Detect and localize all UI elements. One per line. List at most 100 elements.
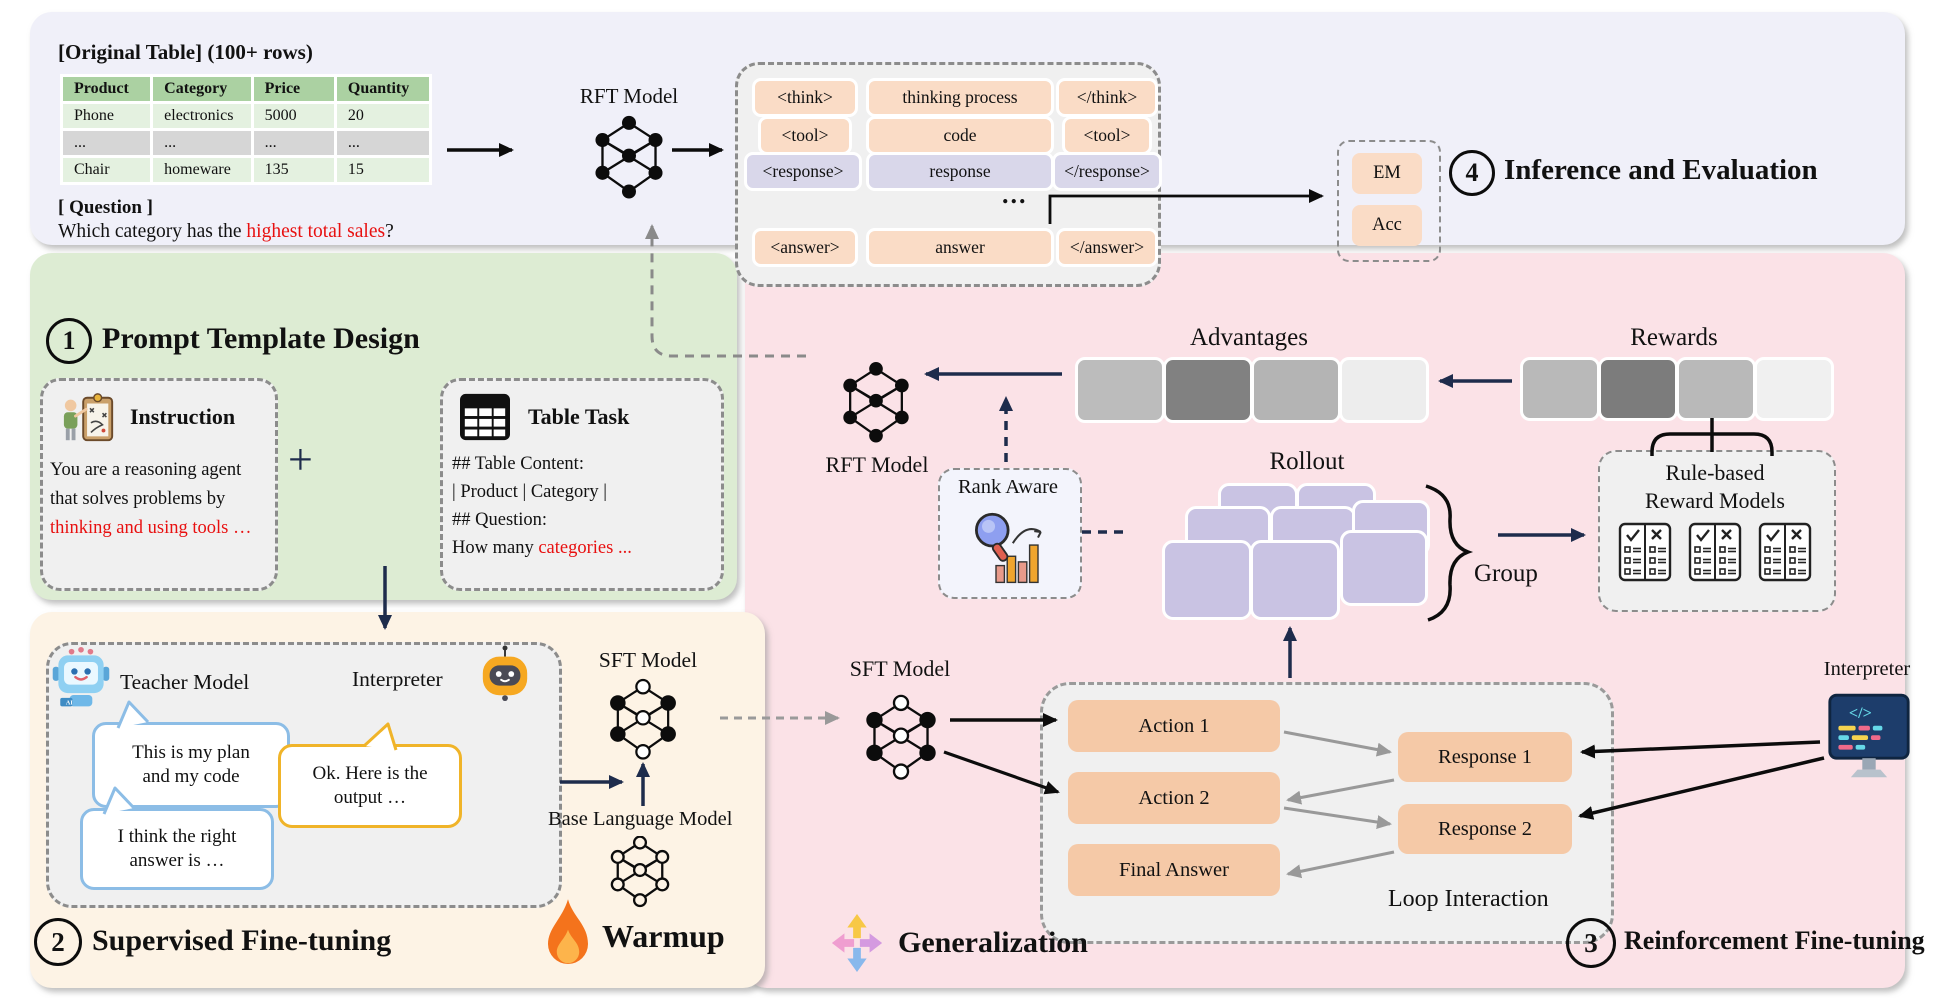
question-label: [ Question ]	[58, 197, 153, 218]
metrics-box	[1337, 140, 1441, 262]
interpreter-label-sft: Interpreter	[352, 667, 443, 691]
reward-square	[1598, 357, 1678, 421]
table-task-title: Table Task	[528, 404, 630, 429]
question-highlight: highest total sales	[246, 221, 386, 242]
teacher-robot-icon: AI	[52, 646, 110, 706]
response-open-tag: <response>	[744, 152, 862, 191]
think-body-pill: thinking process	[866, 78, 1054, 117]
base-language-model-label: Base Language Model	[548, 808, 733, 830]
table-row: ... ... ... ...	[59, 128, 433, 158]
sft-network-icon-pink	[866, 694, 936, 780]
loop-interaction-label: Loop Interaction	[1388, 886, 1549, 912]
table-cell: electronics	[150, 101, 254, 131]
bubble2-line1: I think the right	[117, 826, 237, 848]
original-table: Product Category Price Quantity Phone el…	[59, 74, 433, 185]
original-table-title: [Original Table] (100+ rows)	[58, 40, 313, 64]
question-text: Which category has the highest total sal…	[58, 221, 394, 243]
step3-number: 3	[1566, 918, 1616, 968]
bubble-tail	[116, 700, 150, 729]
advantage-square	[1163, 357, 1253, 423]
plus-sign: +	[288, 435, 313, 484]
advantage-square	[1251, 357, 1341, 423]
sft-model-label-cream: SFT Model	[598, 648, 698, 672]
tool-close-tag: <tool>	[1062, 116, 1152, 155]
rft-network-icon	[843, 361, 909, 443]
instruction-icon	[63, 393, 114, 442]
table-cell: ...	[150, 128, 254, 158]
table-row: Phone electronics 5000 20	[59, 101, 433, 131]
teacher-bubble-2: I think the right answer is …	[80, 808, 274, 890]
action1-pill: Action 1	[1068, 700, 1280, 752]
generalization-icon	[831, 914, 883, 972]
sft-model-label-pink: SFT Model	[849, 656, 951, 681]
question-prefix: Which category has the	[58, 221, 247, 242]
base-model-network-icon	[610, 836, 670, 908]
action2-pill: Action 2	[1068, 772, 1280, 824]
checklist-icon	[1758, 522, 1812, 582]
think-close-tag: </think>	[1056, 78, 1158, 117]
bubble1-line1: This is my plan	[132, 742, 250, 764]
interpreter-label-rft: Interpreter	[1823, 658, 1911, 680]
generalization-label: Generalization	[898, 926, 1088, 959]
table-header-row: Product Category Price Quantity	[59, 74, 433, 104]
ellipsis-dots: ...	[1002, 180, 1028, 209]
table-task-line2: | Product | Category |	[452, 482, 607, 502]
rule-based-line2: Reward Models	[1645, 488, 1785, 513]
rft-model-label-top: RFT Model	[579, 84, 679, 108]
step4-digit: 4	[1465, 158, 1479, 187]
step3-digit: 3	[1584, 927, 1598, 958]
step4-number: 4	[1449, 150, 1495, 196]
step4-title: Inference and Evaluation	[1504, 154, 1818, 186]
step2-number: 2	[34, 918, 82, 966]
teacher-model-label: Teacher Model	[120, 670, 250, 694]
table-cell: ...	[250, 128, 337, 158]
answer-open-tag: <answer>	[752, 228, 858, 267]
step1-title: Prompt Template Design	[102, 322, 420, 355]
table-header-cell: Product	[59, 74, 154, 104]
bubble-tail	[362, 722, 398, 751]
table-task-line4-highlight: categories ...	[538, 538, 632, 558]
group-label: Group	[1474, 560, 1538, 587]
reward-square	[1754, 357, 1834, 421]
response2-pill: Response 2	[1398, 804, 1572, 854]
bubble-tail	[102, 786, 136, 815]
table-cell: Phone	[59, 101, 154, 131]
step1-digit: 1	[62, 326, 76, 355]
final-answer-pill: Final Answer	[1068, 844, 1280, 896]
step1-number: 1	[46, 318, 92, 364]
question-suffix: ?	[385, 221, 394, 242]
checklist-icon	[1688, 522, 1742, 582]
table-row: Chair homeware 135 15	[59, 155, 433, 185]
table-task-icon	[460, 393, 510, 441]
rank-aware-icon	[975, 512, 1042, 584]
rank-aware-label: Rank Aware	[957, 476, 1059, 498]
response-body-pill: response	[866, 152, 1054, 191]
rollout-card	[1340, 530, 1428, 606]
teacher-bubble-1: This is my plan and my code	[92, 722, 290, 808]
instruction-line1: You are a reasoning agent	[50, 460, 242, 480]
rollout-card	[1250, 540, 1340, 620]
acc-metric-pill: Acc	[1352, 205, 1422, 246]
step2-title: Supervised Fine-tuning	[92, 924, 392, 957]
advantages-label: Advantages	[1189, 324, 1309, 351]
table-cell: homeware	[150, 155, 254, 185]
table-header-cell: Quantity	[333, 74, 433, 104]
rft-model-label-pink: RFT Model	[825, 452, 929, 477]
table-header-cell: Price	[250, 74, 337, 104]
rollout-label: Rollout	[1269, 448, 1345, 475]
neural-network-icon	[595, 115, 663, 199]
reward-square	[1676, 357, 1756, 421]
rollout-card	[1162, 540, 1252, 620]
table-cell: 135	[250, 155, 337, 185]
response1-pill: Response 1	[1398, 732, 1572, 782]
ai-badge-text: AI	[66, 700, 73, 706]
em-metric-pill: EM	[1352, 153, 1422, 194]
answer-body-pill: answer	[866, 228, 1054, 267]
reward-square	[1520, 357, 1600, 421]
interpreter-bubble: Ok. Here is the output …	[278, 744, 462, 828]
interpreter-robot-icon	[482, 645, 528, 702]
table-task-line3: ## Question:	[452, 510, 548, 530]
tool-open-tag: <tool>	[758, 116, 852, 155]
advantage-square	[1339, 357, 1429, 423]
